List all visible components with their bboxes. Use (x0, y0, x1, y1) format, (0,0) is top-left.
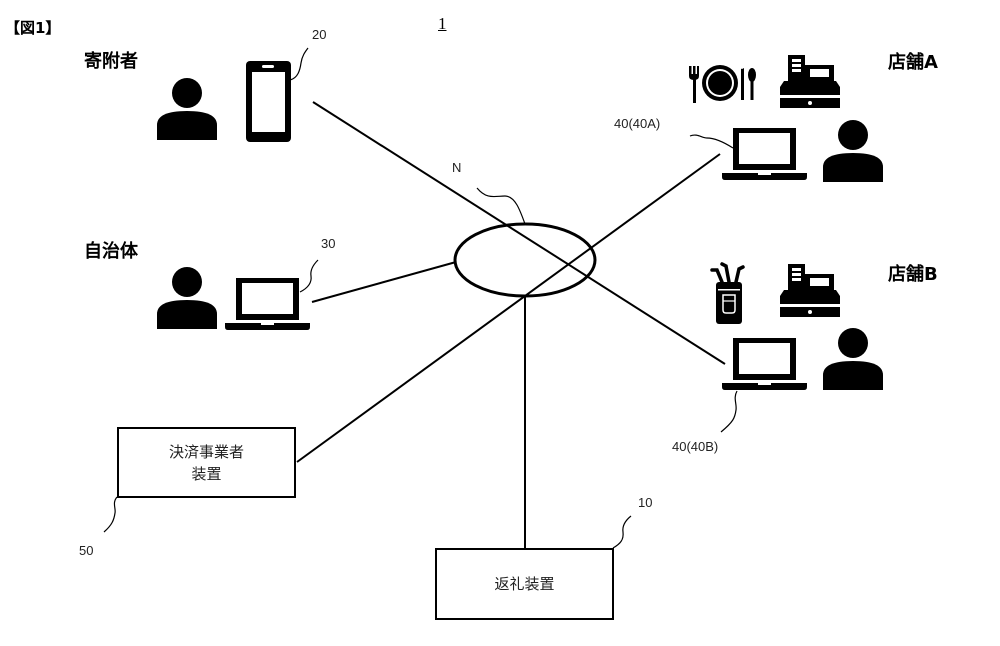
link-store-a (296, 153, 721, 463)
municipality-person-icon (157, 267, 217, 329)
return-gift-device-box: 返礼装置 (435, 548, 614, 620)
restaurant-plate-cutlery-icon (689, 65, 756, 103)
return-gift-device-ref: 10 (638, 495, 653, 510)
payment-provider-label-line1: 決済事業者 (168, 442, 244, 461)
ref-20-leader-line (289, 47, 309, 81)
smartphone-icon (246, 61, 291, 142)
store-a-cash-register-icon (780, 55, 840, 108)
municipality-laptop-icon (225, 278, 310, 330)
store-b-device-ref: 40(40B) (672, 439, 719, 454)
donor-label: 寄附者 (84, 51, 138, 72)
store-b-cash-register-icon (780, 264, 840, 317)
store-a-device-ref: 40(40A) (614, 116, 661, 131)
network-leader-line (476, 187, 526, 225)
return-gift-device-label: 返礼装置 (494, 575, 555, 593)
store-a-person-icon (823, 120, 883, 182)
store-b-laptop-icon (722, 338, 807, 390)
payment-provider-device-box: 決済事業者 装置 (117, 427, 296, 498)
donor-device-ref: 20 (312, 27, 327, 42)
ref-30-leader-line (299, 259, 319, 293)
ref-40a-leader-line (689, 134, 734, 149)
store-b-label: 店舗B (888, 264, 938, 285)
payment-provider-ref: 50 (79, 543, 94, 558)
store-b-person-icon (823, 328, 883, 390)
figure-label: 【図1】 (5, 19, 61, 37)
system-number: 1 (438, 14, 447, 33)
golf-bag-icon (710, 262, 745, 324)
payment-provider-label-line2: 装置 (191, 464, 222, 483)
municipality-device-ref: 30 (321, 236, 336, 251)
ref-50-leader-line (103, 496, 118, 533)
ref-10-leader-line (612, 515, 632, 549)
link-donor-phone (312, 101, 726, 365)
ref-40b-leader-line (720, 390, 738, 433)
store-a-label: 店舗A (888, 52, 938, 73)
store-a-laptop-icon (722, 128, 807, 180)
link-municipality (311, 261, 457, 303)
municipality-label: 自治体 (84, 241, 138, 262)
network-label: N (452, 160, 462, 175)
donor-person-icon (157, 78, 217, 140)
